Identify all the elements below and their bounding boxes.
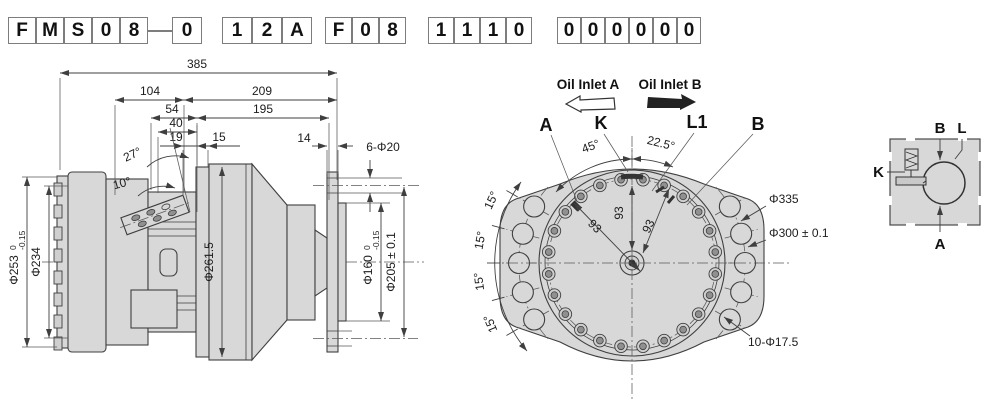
motor-circle [922,161,966,205]
symbol-label-k: K [873,164,884,181]
oil-inlet-annotations: Oil Inlet A Oil Inlet B [557,77,702,113]
dim-19: 19 [169,130,183,144]
label-port-l1: L1 [686,112,707,132]
dim-40: 40 [169,116,183,130]
code-box: 8 [120,17,148,44]
angle-dimensions: 27° 10° [111,125,198,213]
port-l-line [954,139,963,160]
dim-15: 15 [212,130,226,144]
dim-14: 14 [297,131,311,145]
dim-104: 104 [140,84,160,98]
svg-text:Φ160: Φ160 [361,255,375,285]
code-box: 1 [222,17,252,44]
dim-6xd20: 6-Φ20 [366,140,400,154]
dim-d160: Φ160 0 -0.15 [361,230,381,284]
label-port-b: B [752,114,765,134]
spigot [337,202,347,322]
dim-d335: Φ335 [769,192,799,206]
front-callouts: Φ335 Φ300 ± 0.1 10-Φ17.5 [723,192,829,349]
diameter-dimensions: Φ253 0 -0.15 Φ234 Φ261.5 Φ160 0 -0.15 Φ2… [7,167,407,357]
dim-209: 209 [252,84,272,98]
dim-15deg: 15° [480,312,500,334]
code-box: 0 [172,17,202,44]
dim-27deg: 27° [121,144,144,164]
svg-text:-0.15: -0.15 [371,230,381,250]
dim-d205: Φ205 ± 0.1 [384,232,398,292]
cone-section [251,162,288,362]
dim-385: 385 [187,57,207,71]
code-box: 0 [92,17,120,44]
flushing-valve [895,148,927,186]
dim-195: 195 [253,102,273,116]
dim-d300: Φ300 ± 0.1 [769,226,829,240]
dim-15deg: 15° [481,189,501,212]
code-box: F [325,17,352,44]
dim-r93: 93 [612,206,626,220]
port-angle-dimensions: 45° 22.5° [555,133,677,193]
code-box: 0 [653,17,677,44]
code-box: 1 [428,17,454,44]
code-box: 1 [480,17,506,44]
oil-inlet-a-label: Oil Inlet A [557,77,620,92]
code-box: A [282,17,312,44]
code-box: 0 [629,17,653,44]
dim-10deg: 10° [111,174,132,192]
oil-inlet-b-label: Oil Inlet B [638,77,701,92]
code-box: 0 [352,17,379,44]
symbol-label-l: L [957,120,966,137]
spline-teeth [53,182,63,351]
flange-hole-dimension: 6-Φ20 [313,140,420,347]
bolt-spacing-dimension: 15° 15° 15° 15° [471,181,528,352]
dim-d261: Φ261.5 [202,242,216,282]
symbol-label-b: B [935,120,946,137]
rotation-arrow-cw [647,94,696,110]
svg-text:0: 0 [362,245,372,250]
code-box: 0 [506,17,532,44]
code-box: F [8,17,36,44]
code-box: 0 [677,17,701,44]
svg-text:Φ253: Φ253 [7,255,21,285]
dim-22-5deg: 22.5° [646,133,677,153]
dim-r93: 93 [639,217,658,235]
port-labels: A K L1 B [540,112,765,206]
code-connector [148,30,172,32]
code-box: 0 [605,17,629,44]
code-box: 0 [557,17,581,44]
front-view: 15° 15° 15° 15° 45° 22.5° 93 93 93 [471,77,829,399]
rotation-arrow-ccw [564,94,616,113]
code-box: 2 [252,17,282,44]
dim-d253: Φ253 0 -0.15 [7,230,27,284]
symbol-label-a: A [935,236,946,253]
enclosure-gaps [888,137,982,227]
svg-text:0: 0 [8,245,18,250]
label-port-k: K [595,113,608,133]
dim-10xd17-5: 10-Φ17.5 [748,335,799,349]
code-box: 0 [581,17,605,44]
dim-d234: Φ234 [29,247,43,277]
hydraulic-symbol: B L K A [873,120,982,253]
side-view: 385 104 209 54 195 40 19 15 14 6-Φ20 [7,57,424,362]
code-box: 1 [454,17,480,44]
valve-plate [120,194,190,236]
code-box: 8 [379,17,406,44]
svg-text:-0.15: -0.15 [17,230,27,250]
length-dimensions: 385 104 209 54 195 40 19 15 14 [59,57,353,200]
label-port-a: A [540,115,553,135]
code-box: S [64,17,92,44]
dim-54: 54 [165,102,179,116]
dim-45deg: 45° [580,136,602,155]
code-box: M [36,17,64,44]
motor-body-section [53,162,347,362]
dim-15deg: 15° [471,271,487,291]
dim-15deg: 15° [472,230,489,250]
